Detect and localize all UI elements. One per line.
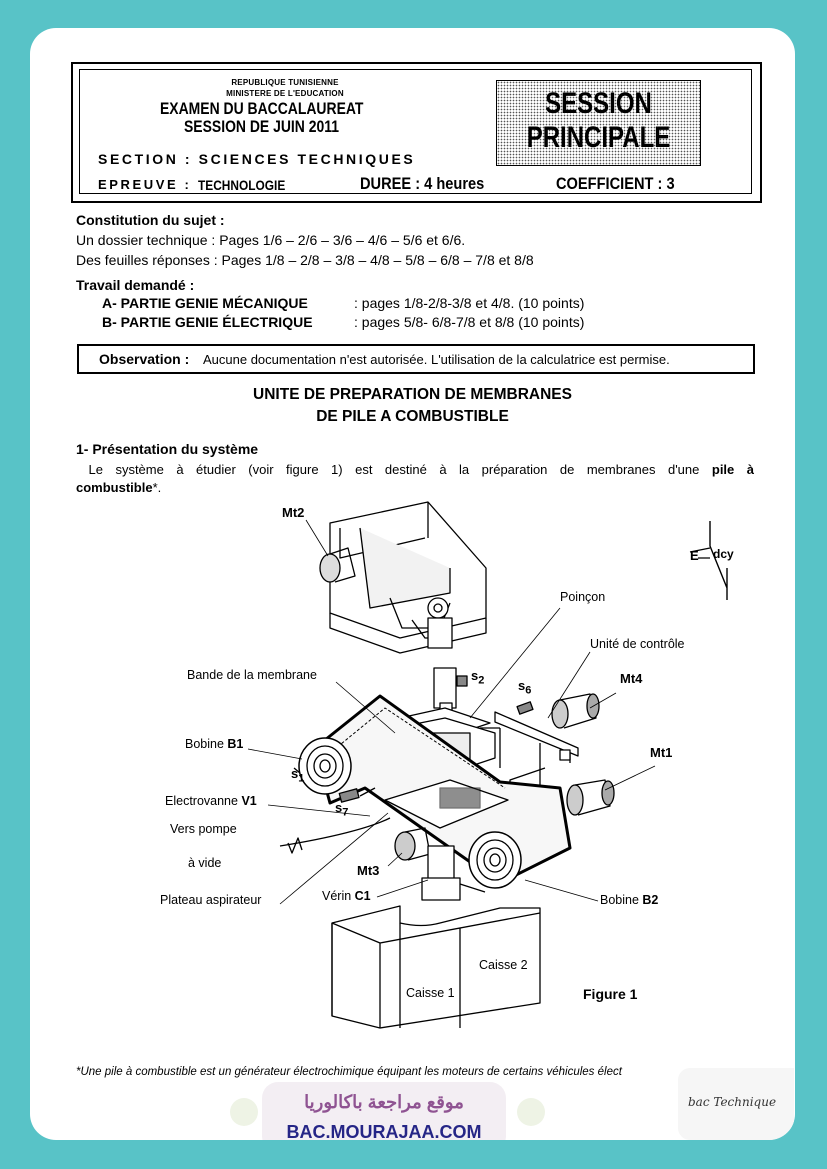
bac-technique-label: bac Technique (688, 1095, 777, 1109)
exam-session: SESSION DE JUIN 2011 (184, 117, 339, 136)
s1-index: 1 (298, 772, 305, 785)
bobine-b1-prefix: Bobine (185, 737, 228, 751)
duree-label: DUREE : 4 heures (360, 174, 485, 193)
electrovanne-prefix: Electrovanne (165, 794, 242, 808)
coefficient-label: COEFFICIENT : 3 (556, 174, 675, 193)
session-line1: SESSION (545, 87, 652, 120)
observation-box: Observation : Aucune documentation n'est… (77, 344, 755, 374)
label-verin: Vérin C1 (322, 889, 371, 903)
label-s6: s6 (518, 678, 531, 697)
label-unite-controle: Unité de contrôle (590, 637, 685, 651)
s6-letter: s (518, 678, 526, 693)
bac-technique-badge: bac Technique (678, 1068, 794, 1140)
figure-1-drawing (247, 501, 728, 1029)
session-line2: PRINCIPALE (526, 121, 671, 154)
label-mt2: Mt2 (282, 505, 305, 520)
travail-b-pages: : pages 5/8- 6/8-7/8 et 8/8 (10 points) (354, 314, 585, 330)
label-a-vide: à vide (188, 856, 222, 870)
watermark-banner: موقع مراجعة باكالوريا BAC.MOURAJAA.COM (262, 1082, 506, 1140)
presentation-text: Le système à étudier (voir figure 1) est… (88, 462, 700, 477)
s7-letter: s (335, 800, 343, 815)
electrovanne-id: V1 (241, 794, 257, 808)
constitution-feuilles: Des feuilles réponses : Pages 1/8 – 2/8 … (76, 252, 534, 268)
observation-label: Observation : (99, 351, 190, 367)
presentation-text-line2: combustible*. (76, 480, 161, 495)
s2-index: 2 (478, 674, 485, 687)
label-mt1: Mt1 (650, 745, 673, 760)
presentation-heading: 1- Présentation du système (76, 441, 259, 457)
presentation-bold1: pile à (711, 462, 754, 477)
travail-a-label: A- PARTIE GENIE MÉCANIQUE (102, 295, 308, 311)
bobine-b2-id: B2 (642, 893, 659, 907)
session-box: SESSION PRINCIPALE (496, 80, 701, 166)
exam-title: EXAMEN DU BACCALAUREAT (160, 99, 364, 118)
label-e: E (690, 548, 699, 563)
s2-letter: s (471, 668, 479, 683)
watermark-logo-left-icon (230, 1098, 258, 1126)
label-poincon: Poinçon (560, 590, 606, 604)
s1-letter: s (291, 766, 299, 781)
watermark-logo-right-icon (517, 1098, 545, 1126)
travail-title: Travail demandé : (76, 277, 195, 293)
figure-caption: Figure 1 (583, 986, 638, 1002)
label-bobine-b1: Bobine B1 (185, 737, 243, 751)
observation-text: Aucune documentation n'est autorisée. L'… (203, 352, 670, 367)
main-title-line1: UNITE DE PREPARATION DE MEMBRANES (253, 386, 572, 403)
presentation-post: *. (152, 480, 162, 495)
epreuve-label: EPREUVE : (98, 177, 192, 192)
watermark-site: BAC.MOURAJAA.COM (286, 1122, 482, 1140)
label-bande: Bande de la membrane (187, 668, 317, 682)
republique-label: REPUBLIQUE TUNISIENNE (231, 78, 339, 87)
epreuve-value: TECHNOLOGIE (198, 177, 286, 193)
label-s1: s1 (291, 766, 304, 785)
bobine-b1-id: B1 (227, 737, 244, 751)
watermark-arabic: موقع مراجعة باكالوريا (304, 1092, 464, 1112)
label-dcy: dcy (713, 547, 734, 561)
label-s7: s7 (335, 800, 348, 819)
label-s2: s2 (471, 668, 484, 687)
s6-index: 6 (525, 684, 532, 697)
constitution-title: Constitution du sujet : (76, 212, 225, 228)
section-label: SECTION : SCIENCES TECHNIQUES (98, 151, 416, 167)
header-inner-border (79, 69, 752, 194)
main-title-line2: DE PILE A COMBUSTIBLE (316, 408, 509, 425)
footnote: *Une pile à combustible est un générateu… (76, 1066, 622, 1078)
label-caisse2: Caisse 2 (479, 958, 528, 972)
label-mt3: Mt3 (357, 863, 380, 878)
bobine-b2-prefix: Bobine (600, 893, 643, 907)
travail-a-pages: : pages 1/8-2/8-3/8 et 4/8. (10 points) (354, 295, 585, 311)
verin-id: C1 (354, 889, 371, 903)
presentation-bold2: combustible (76, 480, 153, 495)
constitution-dossier: Un dossier technique : Pages 1/6 – 2/6 –… (76, 232, 466, 248)
label-caisse1: Caisse 1 (406, 986, 455, 1000)
label-vers-pompe: Vers pompe (170, 822, 237, 836)
header-outer-border (71, 62, 762, 203)
label-electrovanne: Electrovanne V1 (165, 794, 257, 808)
ministere-label: MINISTERE DE L'EDUCATION (226, 89, 344, 98)
s7-index: 7 (342, 806, 349, 819)
label-bobine-b2: Bobine B2 (600, 893, 658, 907)
verin-prefix: Vérin (322, 889, 355, 903)
label-plateau: Plateau aspirateur (160, 893, 262, 907)
travail-b-label: B- PARTIE GENIE ÉLECTRIQUE (102, 314, 313, 330)
presentation-text-line1: Le système à étudier (voir figure 1) est… (76, 462, 755, 477)
label-mt4: Mt4 (620, 671, 643, 686)
document-page: REPUBLIQUE TUNISIENNE MINISTERE DE L'EDU… (30, 28, 795, 1140)
